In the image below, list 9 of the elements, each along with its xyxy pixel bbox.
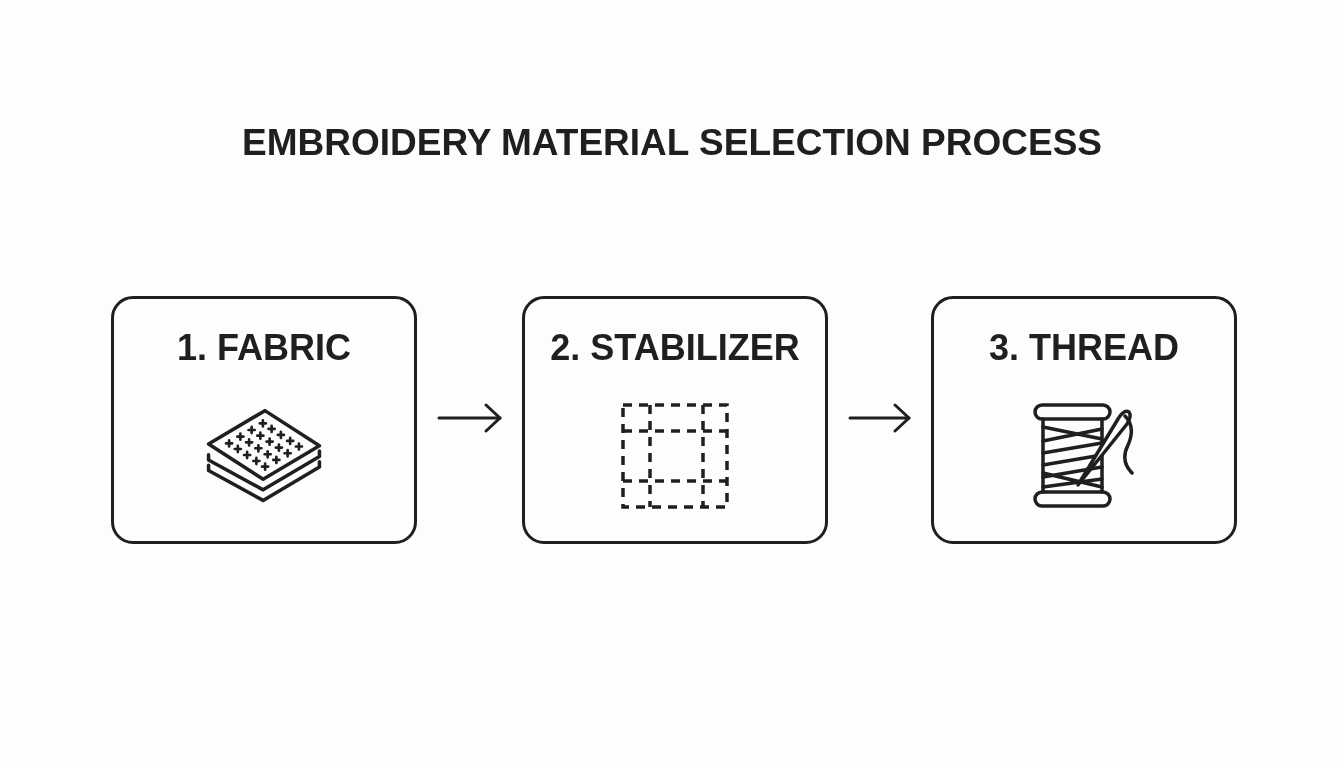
arrow — [848, 403, 911, 433]
step-heading: 2. STABILIZER — [550, 330, 800, 366]
step-card — [931, 296, 1237, 544]
arrow — [437, 403, 502, 433]
step-card — [111, 296, 417, 544]
step-heading: 3. THREAD — [989, 330, 1179, 366]
diagram-title: EMBROIDERY MATERIAL SELECTION PROCESS — [242, 124, 1102, 161]
step-card — [522, 296, 828, 544]
step-heading: 1. FABRIC — [177, 330, 351, 366]
